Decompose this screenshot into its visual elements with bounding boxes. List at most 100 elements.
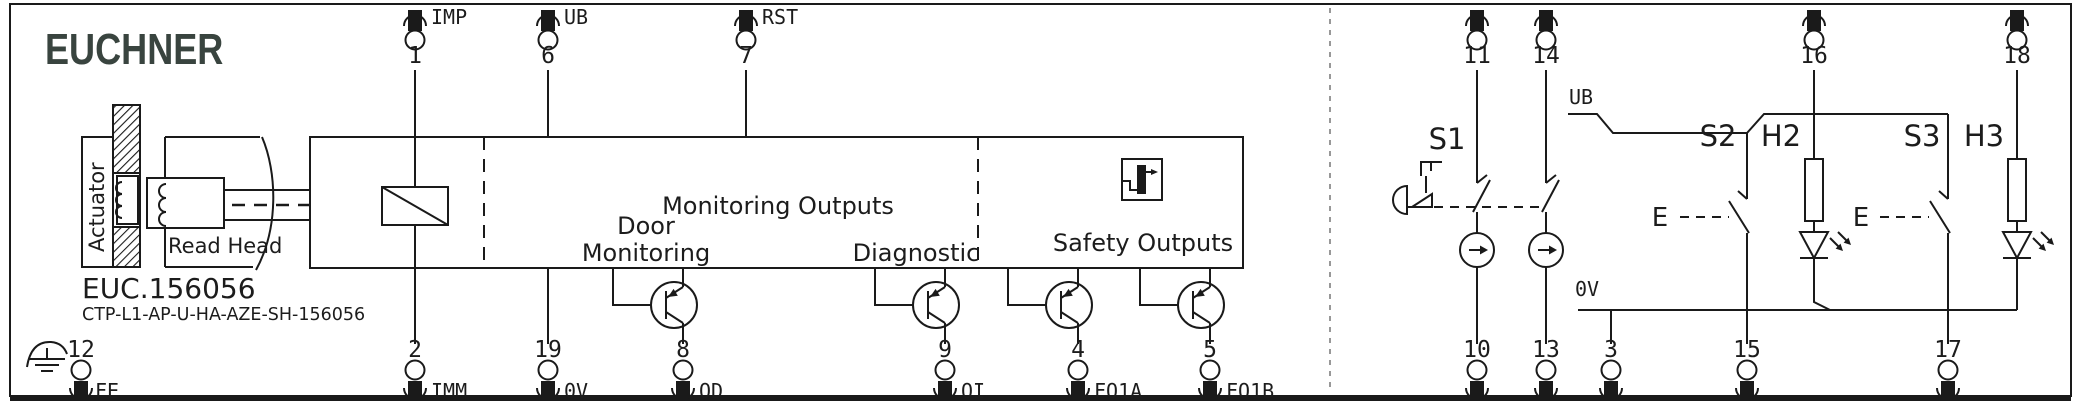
pin-fo1a: 4 FO1A [1066, 337, 1142, 403]
pin-number: 5 [1203, 337, 1217, 363]
evaluation-block: Monitoring Outputs Door Monitoring Diagn… [309, 136, 1244, 269]
pin-number: 15 [1733, 337, 1761, 363]
pin-number: 7 [739, 43, 753, 69]
door-monitoring-label-line2: Monitoring [582, 239, 710, 267]
pin-18: 18 [2003, 9, 2031, 69]
switching-element-icon [381, 186, 449, 226]
plug-icon [1599, 359, 1623, 402]
pin-label: OD [699, 379, 723, 403]
switch-s2: E [1652, 133, 1750, 344]
pin-number: 4 [1071, 337, 1085, 363]
s2-actuation-label: E [1652, 203, 1668, 233]
pin-oi: 9 OI [933, 337, 985, 403]
transistor-icon-fo1a [1007, 267, 1093, 345]
led-icon [2002, 231, 2055, 259]
pin-number: 1 [408, 43, 422, 69]
zero-v-rail-label: 0V [1575, 277, 1599, 301]
s3-actuation-label: E [1853, 203, 1869, 233]
pin-label: UB [564, 5, 588, 29]
functional-earth-icon [26, 340, 68, 372]
actuator-hatch-bottom [112, 226, 141, 268]
border-frame [9, 3, 2072, 401]
ref-s3: S3 [1904, 119, 1941, 153]
door-switch-s1 [1392, 70, 1564, 344]
plug-icon [671, 359, 695, 402]
pin-imm: 2 IMM [403, 337, 467, 403]
pin-label: FO1A [1094, 379, 1142, 403]
monitoring-outputs-label: Monitoring Outputs [662, 192, 894, 220]
actuator-hatch-top [112, 104, 141, 174]
plug-icon [1465, 359, 1489, 402]
pin-imp: 1 IMP [403, 5, 467, 69]
pin-label: FE [95, 379, 119, 403]
read-head-label: Read Head [168, 234, 282, 258]
plug-icon [1198, 359, 1222, 402]
pin-label: RST [762, 5, 798, 29]
door-monitoring-label-line1: Door [617, 212, 675, 240]
ref-h2: H2 [1761, 119, 1801, 153]
pin-number: 16 [1800, 43, 1828, 69]
pin-number: 8 [676, 337, 690, 363]
order-number: EUC.156056 [82, 272, 256, 305]
coupling-stem [224, 189, 310, 221]
plug-icon [1735, 359, 1759, 402]
plug-icon [1534, 359, 1558, 402]
led-icon [1799, 231, 1852, 259]
pin-10: 10 [1463, 337, 1491, 402]
positive-opening-icon [1528, 232, 1564, 268]
pin-14: 14 [1532, 9, 1560, 69]
ub-rail-label: UB [1569, 85, 1593, 109]
pin-number: 13 [1532, 337, 1560, 363]
lamp-resistor [1804, 158, 1824, 222]
lamp-resistor [2007, 158, 2027, 222]
lamp-h2 [1799, 70, 1852, 311]
door-actuator-icon [1392, 161, 1442, 216]
pin-fe: 12 FE [67, 337, 119, 403]
pin-number: 14 [1532, 43, 1560, 69]
plug-icon [933, 359, 957, 402]
pin-number: 2 [408, 337, 422, 363]
diagnostic-label: Diagnostic [853, 239, 980, 267]
pin-number: 6 [541, 43, 555, 69]
pin-ub: 6 UB [536, 5, 588, 69]
actuator-label: Actuator [85, 162, 109, 252]
plug-icon [536, 359, 560, 402]
pin-label: IMM [431, 379, 467, 403]
pin-label: FO1B [1226, 379, 1274, 403]
pin-number: 10 [1463, 337, 1491, 363]
pin-3: 3 [1599, 337, 1623, 402]
ub-rail [1568, 113, 1948, 134]
pin-label: 0V [564, 379, 588, 403]
pin-number: 9 [938, 337, 952, 363]
pin-16: 16 [1800, 9, 1828, 69]
ref-s1: S1 [1429, 122, 1466, 156]
plug-icon [1066, 359, 1090, 402]
pin-13: 13 [1532, 337, 1560, 402]
switch-s3: E [1853, 114, 1951, 344]
pin-number: 18 [2003, 43, 2031, 69]
ref-h3: H3 [1964, 119, 2004, 153]
read-head-curve [255, 136, 275, 271]
actuator-coil-icon [115, 181, 123, 219]
plug-icon [1936, 359, 1960, 402]
transistor-icon-oi [874, 267, 960, 345]
pin-15: 15 [1733, 337, 1761, 402]
pin-number: 3 [1604, 337, 1618, 363]
safety-pulse-icon [1121, 158, 1163, 201]
read-head-coil-icon [158, 183, 167, 227]
plug-icon [69, 359, 93, 402]
ref-s2: S2 [1700, 119, 1737, 153]
pin-od: 8 OD [671, 337, 723, 403]
pin-17: 17 [1934, 337, 1962, 402]
brand-logo: EUCHNER [45, 25, 223, 74]
pin-11: 11 [1463, 9, 1491, 69]
transistor-icon-od [612, 267, 698, 345]
pin-rst: 7 RST [734, 5, 798, 69]
pin-number: 19 [534, 337, 562, 363]
pin-label: OI [961, 379, 985, 403]
safety-outputs-label: Safety Outputs [1053, 229, 1233, 257]
pin-number: 12 [67, 337, 95, 363]
external-circuit: S1 S2 H2 S3 H3 UB 0V E [1392, 70, 2055, 344]
pin-number: 11 [1463, 43, 1491, 69]
